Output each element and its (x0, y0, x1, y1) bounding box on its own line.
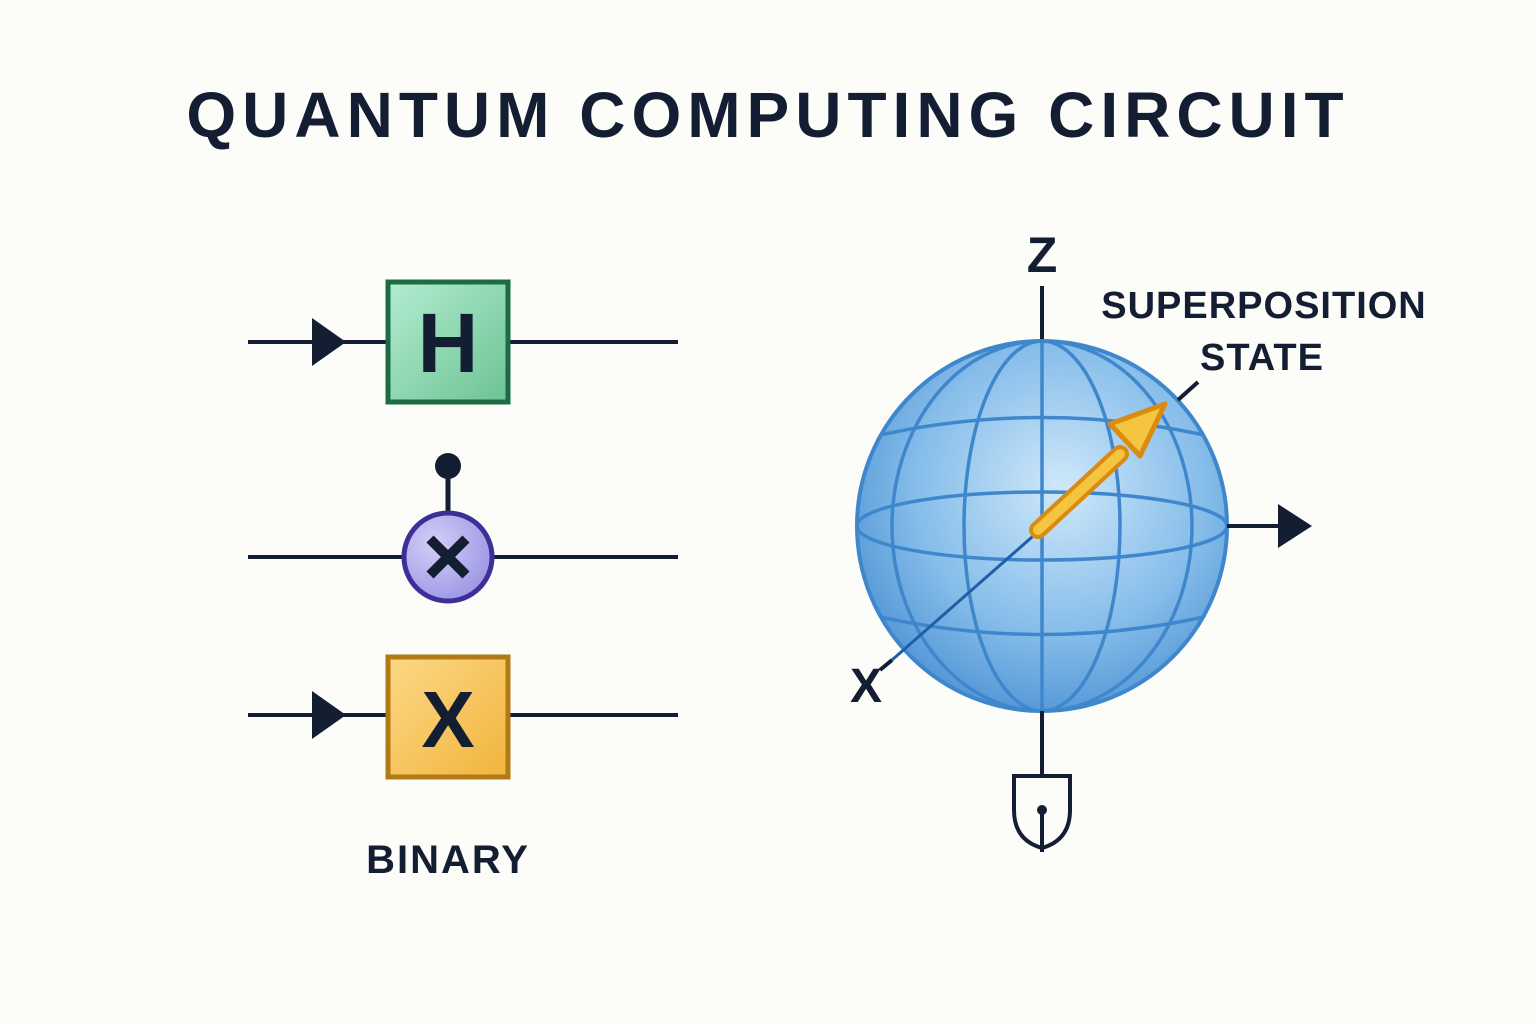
qubit-wire-3: X (248, 654, 678, 780)
x-axis-label: X (850, 660, 882, 713)
y-axis-arrow-icon (1278, 504, 1312, 548)
z-axis-label: Z (1027, 227, 1058, 283)
cross-icon (426, 535, 470, 579)
hadamard-gate-symbol: H (418, 296, 479, 390)
input-arrow-icon (312, 318, 346, 366)
state-vector-arrow (1029, 401, 1168, 539)
input-arrow-icon (312, 691, 346, 739)
controlled-x-gate[interactable] (401, 510, 495, 604)
qubit-wire-2 (248, 453, 678, 604)
qubit-wire-1: H (248, 279, 678, 405)
binary-label: BINARY (366, 838, 530, 882)
pauli-x-gate-symbol: X (421, 675, 474, 764)
measurement-meter-icon (1012, 774, 1072, 852)
pauli-x-gate[interactable]: X (385, 654, 511, 780)
hadamard-gate[interactable]: H (385, 279, 511, 405)
superposition-label-line2: STATE (1200, 337, 1324, 379)
superposition-label-line1: SUPERPOSITION (1101, 285, 1427, 327)
bloch-sphere: Z X (850, 227, 1427, 852)
page-title: QUANTUM COMPUTING CIRCUIT (186, 79, 1350, 151)
control-dot-icon (435, 453, 461, 479)
sphere-grid (857, 341, 1227, 711)
